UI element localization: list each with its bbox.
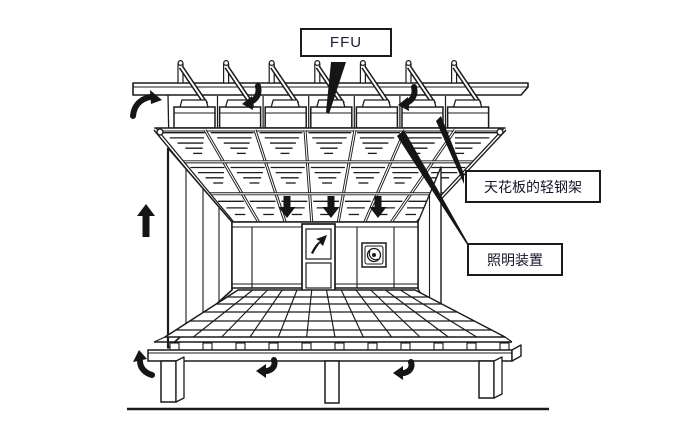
hanger-post-cap — [177, 59, 184, 66]
floor-pedestal — [169, 342, 180, 351]
ffu-cap — [179, 99, 209, 108]
ffu-unit — [401, 59, 444, 129]
floor-front-edge — [504, 336, 513, 343]
floor-pedestal — [400, 342, 411, 351]
floor-grid-column — [306, 289, 313, 338]
floor-grid-column — [399, 289, 477, 338]
airflow-curved-arrow — [264, 357, 278, 374]
ceiling-frame-label: 天花板的轻钢架 — [465, 170, 601, 203]
airflow-up-arrow — [137, 204, 155, 237]
rod-joint — [156, 128, 164, 136]
ffu-box — [173, 106, 216, 129]
floor-grid-column — [277, 289, 298, 338]
ffu-cap — [270, 99, 300, 108]
airflow-curved-arrow-head — [150, 90, 162, 104]
support-leg — [160, 360, 177, 403]
floor-grid-column — [355, 289, 393, 338]
floor-pedestal — [334, 342, 345, 351]
ffu-label: FFU — [300, 28, 392, 57]
light-fixture-bulb — [372, 253, 376, 257]
ffu-label-text: FFU — [329, 34, 363, 51]
hanger-post-cap — [223, 59, 230, 66]
floor-pedestal — [367, 342, 378, 351]
floor-pedestal — [499, 342, 510, 351]
floor-grid-column — [340, 289, 364, 338]
floor-grid-column — [221, 289, 268, 338]
light-fixture-swirl — [368, 250, 379, 261]
ffu-box — [264, 106, 307, 129]
airflow-curved-arrow-head — [242, 96, 253, 110]
airflow-curved-arrow — [137, 358, 155, 378]
floor-front-edge — [153, 336, 166, 343]
ffu-cap — [361, 99, 392, 108]
ceiling-rail-core — [304, 129, 313, 223]
floor-pedestal — [301, 342, 312, 351]
ffu-unit — [218, 59, 262, 129]
ceiling-rail-core — [254, 129, 286, 223]
lighting-label: 照明装置 — [467, 243, 563, 276]
hanger-post-cap — [314, 59, 321, 66]
ffu-brace-rod-core — [453, 66, 481, 105]
platform-beam — [147, 349, 513, 362]
airflow-curved-arrow-head — [133, 350, 147, 362]
support-leg-side — [493, 356, 503, 399]
airflow-down-arrow — [369, 196, 387, 218]
ffu-leader-line — [326, 62, 346, 114]
ffu-brace-rod-core — [362, 66, 390, 105]
ffu-brace-rod-core — [225, 66, 253, 105]
floor-grid-column — [370, 289, 421, 338]
ceiling-rail-core — [337, 129, 356, 223]
floor-grid-column — [249, 289, 283, 338]
airflow-down-arrow — [278, 196, 296, 218]
ffu-brace-rod-core — [180, 66, 207, 105]
airflow-curved-arrow — [130, 94, 153, 119]
rod-joint — [496, 128, 504, 136]
floor-grid-column — [192, 289, 254, 338]
ceiling-frame-label-text: 天花板的轻钢架 — [484, 178, 582, 195]
airflow-curved-arrow-head — [256, 364, 266, 378]
platform-beam-end — [511, 344, 522, 362]
floor-grid-column — [325, 289, 336, 338]
lighting-label-text: 照明装置 — [487, 251, 543, 268]
floor-pedestal — [268, 342, 279, 351]
ceiling-rail-core — [204, 129, 260, 223]
airflow-down-arrow — [322, 196, 340, 218]
hanger-post-cap — [359, 59, 366, 66]
airflow-curved-arrow-head — [393, 366, 403, 380]
ffu-cap — [452, 99, 483, 108]
ffu-box — [355, 106, 399, 129]
door-lower-panel — [305, 262, 332, 289]
lighting-leader-line — [397, 130, 473, 252]
support-leg — [478, 360, 495, 399]
hanger-post-cap — [405, 59, 412, 66]
ffu-box — [310, 106, 353, 129]
floor-grid-column — [385, 289, 449, 338]
ffu-brace-rod-core — [271, 66, 299, 105]
floor-pedestal — [433, 342, 444, 351]
door-swing-arrow-icon — [311, 235, 327, 254]
airflow-curved-arrow-head — [398, 97, 409, 111]
ceiling-frame-leader-line — [436, 116, 464, 184]
floor-pedestal — [466, 342, 477, 351]
ffu-brace-rod-core — [408, 66, 435, 105]
support-leg — [324, 360, 340, 404]
floor-pedestal — [202, 342, 213, 351]
ceiling-rail-core — [364, 129, 406, 223]
floor-pedestal — [235, 342, 246, 351]
hanger-post-cap — [451, 59, 458, 66]
ffu-box — [218, 106, 262, 129]
hanger-post-cap — [268, 59, 275, 66]
ffu-box — [446, 106, 490, 129]
airflow-curved-arrow — [401, 359, 415, 376]
support-leg-side — [175, 356, 185, 403]
